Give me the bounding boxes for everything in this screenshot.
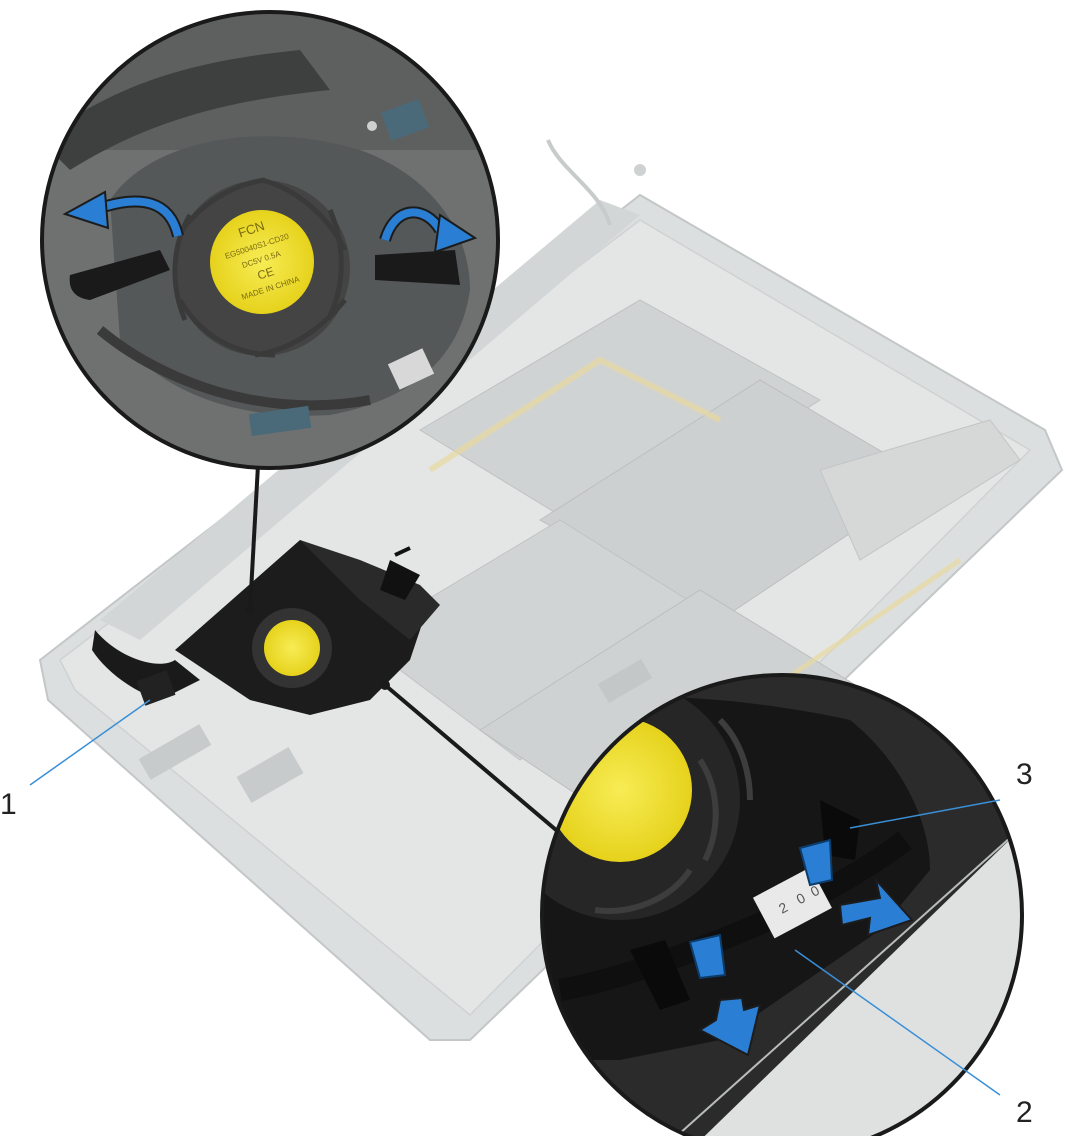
callout-2-leader	[794, 949, 1001, 1096]
curved-arrow-icon	[62, 190, 184, 238]
curved-arrow-icon	[379, 206, 478, 254]
leader-top-magnifier	[248, 464, 260, 611]
leader-bottom-magnifier	[383, 683, 564, 837]
callout-1: 1	[0, 788, 17, 821]
callout-3-leader	[849, 799, 1001, 829]
svg-text:CE: CE	[256, 264, 276, 282]
pull-arrow-icon	[838, 876, 914, 937]
fan-assembly	[92, 540, 440, 715]
pull-arrow-icon	[697, 996, 762, 1057]
callout-1-leader	[29, 699, 151, 786]
callout-2: 2	[1016, 1096, 1033, 1129]
top-magnifier: FCN EG50040S1-CD20 DC5V 0.5A CE MADE IN …	[40, 10, 500, 470]
callout-3: 3	[1016, 758, 1033, 791]
